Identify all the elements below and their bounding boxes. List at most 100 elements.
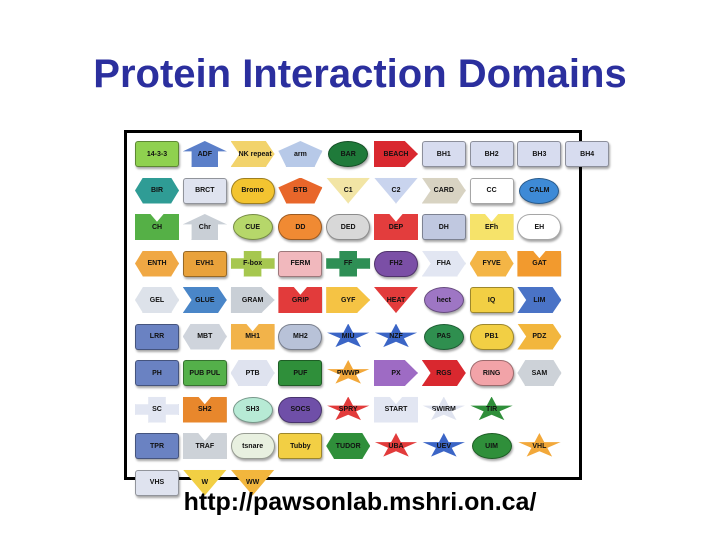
domain-label: GRIP bbox=[291, 296, 309, 304]
domain-label: Chr bbox=[198, 223, 211, 231]
domain-shape: CC bbox=[469, 177, 514, 204]
domain-label: SOCS bbox=[290, 406, 311, 413]
domain-shape: Bromo bbox=[230, 177, 275, 204]
domain-label: LRR bbox=[149, 333, 165, 340]
domain-label: NZF bbox=[389, 333, 403, 340]
domain-shape: BAR bbox=[328, 141, 369, 167]
domain-label: DED bbox=[340, 223, 356, 231]
domain-shape: BH3 bbox=[517, 141, 562, 167]
domain-tile: PWWP bbox=[324, 358, 372, 388]
domain-label: CC bbox=[486, 187, 497, 194]
domain-shape: DD bbox=[278, 214, 323, 240]
domain-tile: GRIP bbox=[276, 285, 324, 315]
domain-label: CH bbox=[151, 223, 163, 231]
domain-shape: arm bbox=[278, 141, 323, 167]
domain-shape: TIR bbox=[470, 396, 513, 421]
domain-shape: PDZ bbox=[517, 323, 562, 350]
page-title: Protein Interaction Domains bbox=[93, 52, 627, 96]
domain-tile: PUB PUL bbox=[181, 358, 229, 388]
domain-label: PB1 bbox=[484, 333, 499, 340]
domain-shape: MBT bbox=[182, 323, 227, 350]
domain-label: PH bbox=[152, 369, 162, 377]
domain-tile: CC bbox=[468, 176, 516, 206]
domain-label: MIU bbox=[341, 333, 355, 340]
domain-label: RING bbox=[482, 369, 501, 377]
domain-tile: PH bbox=[133, 358, 181, 388]
domain-label: GYF bbox=[340, 296, 356, 304]
domain-label: PAS bbox=[436, 333, 451, 340]
domain-tile: FF bbox=[324, 249, 372, 279]
domain-tile: CALM bbox=[515, 176, 563, 206]
domain-shape: SWIRM bbox=[422, 396, 465, 421]
domain-tile: WW bbox=[229, 468, 277, 498]
domain-tile: UBA bbox=[372, 431, 420, 461]
domain-label: PUF bbox=[293, 369, 308, 377]
domain-shape: C2 bbox=[374, 177, 418, 204]
domain-tile: SH3 bbox=[229, 395, 277, 425]
domain-label: BIR bbox=[150, 187, 164, 194]
domain-label: MH2 bbox=[293, 333, 308, 340]
domain-shape: UIM bbox=[471, 433, 512, 459]
domain-label: UEV bbox=[436, 442, 451, 450]
domain-label: BEACH bbox=[383, 150, 409, 158]
domain-label: TRAF bbox=[195, 442, 215, 450]
domain-label: tsnare bbox=[242, 442, 264, 450]
domain-tile: PTB bbox=[229, 358, 277, 388]
domain-label: CARD bbox=[433, 187, 454, 194]
domain-tile: RING bbox=[468, 358, 516, 388]
domain-shape: DED bbox=[326, 214, 371, 240]
domain-tile: SPRY bbox=[324, 395, 372, 425]
domain-tile: PB1 bbox=[468, 322, 516, 352]
domain-tile: Chr bbox=[181, 212, 229, 242]
domain-tile: BH3 bbox=[515, 139, 563, 169]
domain-shape: MIU bbox=[327, 323, 370, 348]
domain-shape: SH3 bbox=[232, 396, 273, 423]
domain-tile: CUE bbox=[229, 212, 277, 242]
domain-label: SPRY bbox=[338, 406, 358, 413]
domain-label: ADF bbox=[197, 150, 212, 158]
domain-label: UBA bbox=[388, 442, 404, 450]
domain-label: DH bbox=[438, 223, 449, 231]
domain-shape: EFh bbox=[469, 214, 514, 240]
domain-tile: MH2 bbox=[276, 322, 324, 352]
domain-tile: DEP bbox=[372, 212, 420, 242]
domain-tile: C2 bbox=[372, 176, 420, 206]
domain-shape: START bbox=[374, 396, 418, 423]
domain-tile: arm bbox=[276, 139, 324, 169]
domain-tile: BH2 bbox=[468, 139, 516, 169]
domain-shape: PH bbox=[135, 360, 179, 386]
domain-label: DEP bbox=[388, 223, 404, 231]
domain-label: BTB bbox=[293, 187, 308, 194]
domain-shape: EH bbox=[517, 214, 562, 240]
domain-tile: FHA bbox=[420, 249, 468, 279]
domain-tile: EH bbox=[515, 212, 563, 242]
domain-tile: GAT bbox=[515, 249, 563, 279]
domain-label: PTB bbox=[245, 369, 260, 377]
domain-label: EVH1 bbox=[195, 260, 214, 267]
domain-label: FERM bbox=[290, 260, 311, 267]
domain-shape: GLUE bbox=[182, 287, 227, 313]
domain-shape: PTB bbox=[230, 360, 275, 386]
domain-tile: tsnare bbox=[229, 431, 277, 461]
domain-tile: NZF bbox=[372, 322, 420, 352]
domain-tile: MBT bbox=[181, 322, 229, 352]
domain-shape: UEV bbox=[422, 433, 465, 457]
domain-tile: Bromo bbox=[229, 176, 277, 206]
domain-tile: ENTH bbox=[133, 249, 181, 279]
domain-shape: LIM bbox=[517, 287, 562, 313]
domain-tile: EFh bbox=[468, 212, 516, 242]
domain-label: C2 bbox=[391, 187, 401, 194]
domain-label: SAM bbox=[531, 369, 548, 377]
domain-tile: VHL bbox=[515, 431, 563, 461]
domain-tile: TPR bbox=[133, 431, 181, 461]
domain-shape: LRR bbox=[135, 323, 179, 350]
domain-label: CALM bbox=[529, 187, 550, 194]
domain-tile: GRAM bbox=[229, 285, 277, 315]
domain-tile: TIR bbox=[468, 395, 516, 425]
domain-label: START bbox=[384, 406, 408, 413]
domain-shape: MH1 bbox=[230, 323, 275, 350]
domain-label: hect bbox=[436, 296, 451, 304]
domain-label: TUDOR bbox=[335, 442, 361, 450]
domain-shape: BH4 bbox=[565, 141, 610, 167]
